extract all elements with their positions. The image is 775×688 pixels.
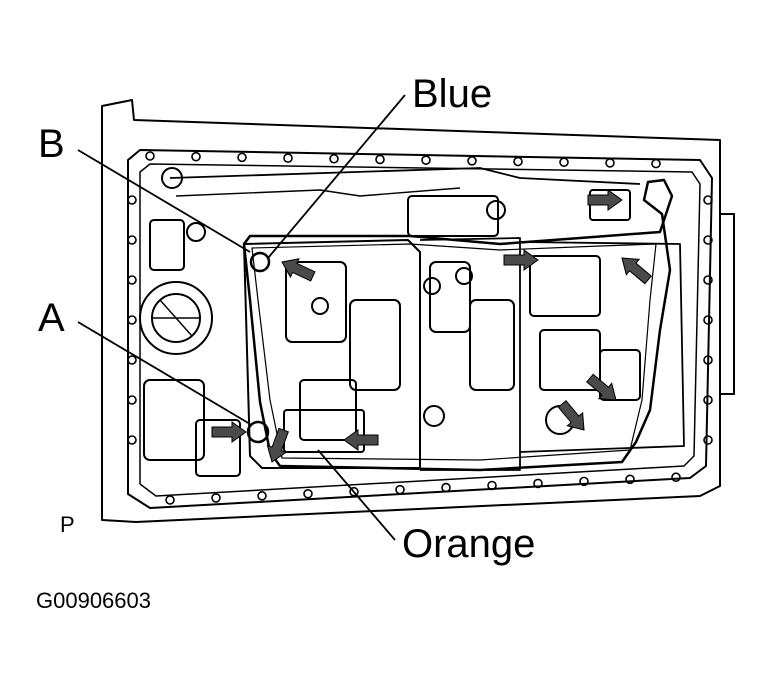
perimeter-bolt [349, 486, 359, 497]
left-lower-block-2 [195, 419, 241, 477]
perimeter-bolt [145, 151, 155, 161]
perimeter-bolt [703, 195, 713, 205]
perimeter-bolt [605, 158, 615, 168]
thick-arrow-icon [557, 400, 585, 431]
wire-harness-inner [251, 243, 657, 461]
perimeter-bolt [191, 151, 201, 162]
leader-orange [317, 449, 396, 541]
label-orange: Orange [402, 522, 536, 566]
leader-blue [267, 94, 406, 259]
perimeter-bolt [257, 491, 267, 501]
upper-solenoid [407, 195, 499, 237]
label-a: A [38, 296, 65, 340]
figure-id: G00906603 [36, 588, 151, 613]
thick-arrow-icon [621, 257, 652, 285]
perimeter-bolt [165, 495, 175, 505]
bolt-right-1 [423, 405, 445, 427]
top-rail [169, 167, 641, 185]
perimeter-bolt [703, 315, 713, 325]
bolt-right-2 [423, 277, 441, 295]
perimeter-bolt [283, 153, 293, 163]
valve-body-outline [243, 239, 421, 469]
thick-arrow-icon [211, 421, 247, 443]
leader-b [77, 149, 251, 253]
left-plug-outer [139, 281, 213, 355]
label-p: P [60, 512, 75, 537]
wire-harness [242, 178, 674, 472]
thick-arrow-icon [281, 258, 316, 282]
perimeter-bolt [703, 355, 713, 365]
perimeter-bolt [703, 395, 713, 405]
pan-outline [127, 149, 713, 509]
side-flange [720, 213, 735, 395]
thick-arrow-icon [503, 249, 539, 271]
center-cutout-3 [429, 261, 471, 333]
perimeter-bolt [671, 472, 681, 483]
leader-a [77, 321, 251, 425]
perimeter-bolt [127, 395, 137, 405]
perimeter-bolt [127, 435, 137, 445]
perimeter-bolt [127, 235, 137, 245]
left-bracket [149, 219, 185, 271]
perimeter-bolt [211, 493, 221, 503]
bolt-a [246, 420, 270, 444]
perimeter-bolt [533, 478, 543, 489]
center-ring [311, 297, 329, 315]
transmission-case-outline [101, 99, 721, 523]
thick-arrow-icon [266, 427, 289, 463]
perimeter-bolt [703, 235, 713, 245]
perimeter-bolt [329, 153, 339, 164]
center-cutout-1 [285, 261, 347, 343]
label-blue: Blue [412, 72, 493, 116]
perimeter-bolt [303, 488, 313, 499]
center-cutout-4 [469, 299, 515, 391]
perimeter-bolt [625, 474, 635, 485]
perimeter-bolt [127, 275, 137, 285]
perimeter-bolt [375, 154, 385, 165]
center-cutout-2 [349, 299, 401, 391]
perimeter-bolt [559, 157, 569, 168]
bolt-mid [486, 200, 506, 220]
perimeter-bolt [237, 152, 247, 163]
perimeter-bolt [513, 156, 523, 167]
right-block-3 [599, 349, 641, 401]
perimeter-bolt [467, 156, 477, 166]
perimeter-bolt [421, 155, 431, 165]
thick-arrow-icon [586, 373, 617, 401]
perimeter-bolt [487, 480, 497, 491]
left-plug-stripe [152, 299, 200, 337]
bolt-upper-left-2 [186, 222, 206, 242]
perimeter-bolt [579, 476, 589, 487]
perimeter-bolt [703, 435, 713, 445]
label-b: B [38, 122, 65, 166]
bolt-b [249, 251, 271, 273]
perimeter-bolt [441, 482, 451, 493]
center-ring-2 [455, 267, 473, 285]
top-rail-lower [175, 187, 461, 197]
perimeter-bolts [127, 151, 713, 505]
perimeter-bolt [703, 275, 713, 285]
thick-arrow-icon [343, 429, 379, 451]
thick-arrow-icon [587, 189, 623, 211]
valve-body-far-right [519, 241, 685, 453]
perimeter-bolt [127, 195, 137, 205]
perimeter-bolt [395, 484, 405, 495]
right-block-1 [529, 255, 601, 317]
perimeter-bolt [651, 158, 661, 169]
pan-inner-outline [139, 163, 701, 497]
perimeter-bolt [127, 315, 137, 325]
perimeter-bolt [127, 355, 137, 365]
bolt-upper-left [161, 167, 183, 189]
